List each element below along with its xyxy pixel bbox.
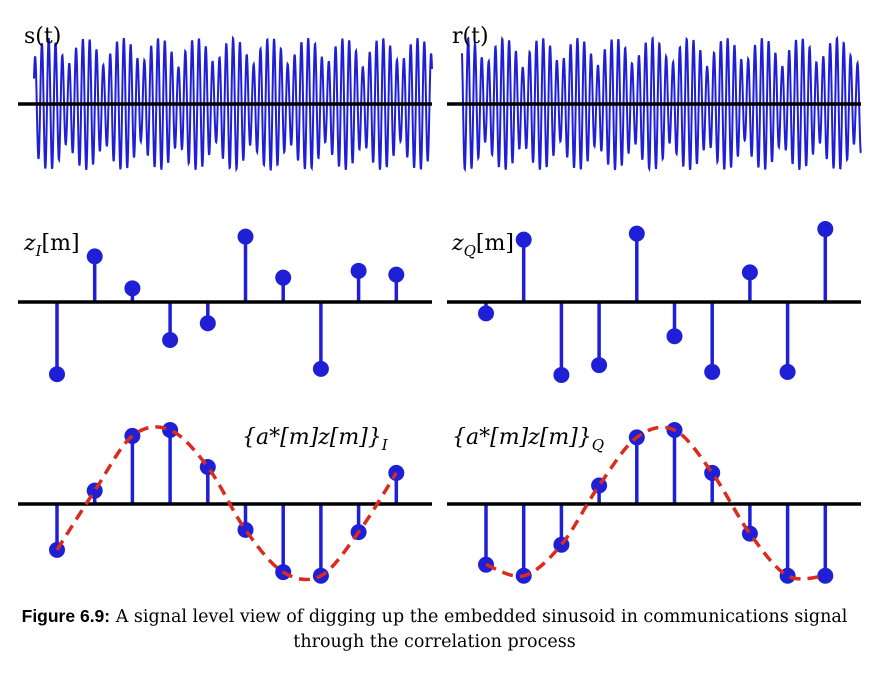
z-i-marker-1 (49, 366, 65, 383)
z-i-marker-9 (350, 262, 367, 279)
z-i-marker-2 (86, 248, 103, 265)
z-q-marker-9 (779, 363, 796, 380)
z-i-marker-10 (388, 266, 405, 283)
z-q-marker-2 (515, 231, 532, 248)
z-q-marker-7 (704, 363, 721, 380)
figure-canvas: s(t) r(t) zI[m] zQ[m] {a*[m]z[m]}I {a*[m… (18, 24, 862, 584)
z-i-marker-8 (312, 360, 329, 377)
panel-corr-i: {a*[m]z[m]}I (18, 422, 432, 584)
corr-i-label: {a*[m]z[m]}I (242, 425, 389, 454)
s-t-waveform (33, 35, 433, 173)
corr-i-envelope (55, 425, 398, 582)
z-q-label: zQ[m] (451, 231, 514, 260)
z-q-marker-6 (666, 328, 683, 345)
r-t-label: r(t) (452, 24, 489, 49)
s-t-label: s(t) (24, 24, 61, 49)
corr-q-marker-10 (817, 567, 834, 584)
caption-label: Figure 6.9: (21, 606, 111, 626)
z-q-marker-3 (553, 366, 570, 383)
z-i-marker-3 (124, 280, 141, 297)
corr-q-label: {a*[m]z[m]}Q (452, 425, 604, 454)
z-i-stems (49, 228, 405, 383)
corr-i-marker-4 (162, 422, 179, 438)
caption-text: A signal level view of digging up the em… (110, 607, 848, 652)
z-i-label: zI[m] (23, 231, 80, 260)
z-q-marker-10 (817, 221, 834, 238)
z-q-marker-8 (741, 264, 758, 281)
z-q-stems (478, 221, 834, 383)
z-i-marker-6 (237, 228, 254, 245)
z-q-marker-1 (478, 305, 494, 322)
panel-z-i: zI[m] (18, 228, 432, 383)
panel-s-t: s(t) (18, 24, 433, 173)
z-q-marker-5 (628, 225, 645, 242)
figure-caption: Figure 6.9: A signal level view of diggi… (0, 604, 869, 655)
z-i-marker-4 (162, 332, 179, 348)
panel-corr-q: {a*[m]z[m]}Q (447, 422, 861, 584)
r-t-waveform (461, 35, 862, 173)
panel-r-t: r(t) (447, 24, 862, 173)
z-i-marker-7 (275, 269, 292, 286)
corr-q-envelope (485, 425, 826, 581)
z-q-marker-4 (591, 357, 608, 374)
z-i-marker-5 (199, 315, 216, 332)
panel-z-q: zQ[m] (447, 221, 861, 383)
